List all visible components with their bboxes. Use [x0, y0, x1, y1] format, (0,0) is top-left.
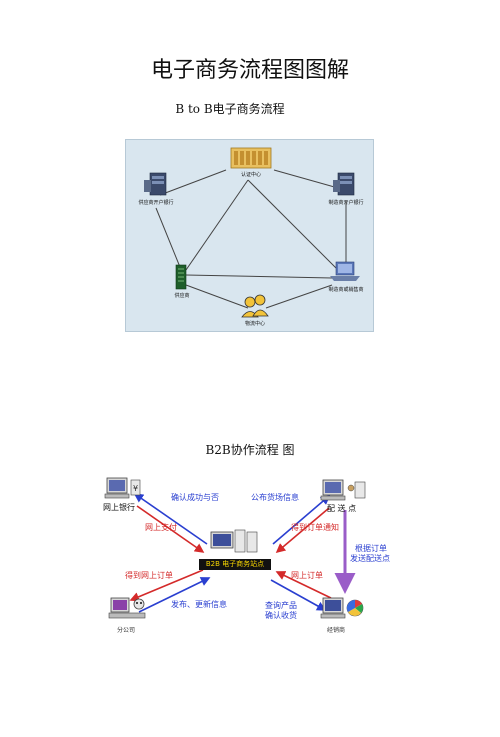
b2b-collab-arrows: ¥ — [104, 477, 366, 619]
dealer-computer-icon — [320, 597, 364, 619]
arrow-label-online-order: 网上订单 — [291, 571, 323, 580]
supplier-server-icon — [175, 264, 187, 290]
center-site-label: B2B 电子商务站点 — [199, 559, 271, 570]
node-label-branch: 分公司 — [117, 627, 136, 634]
arrow-label-query-1: 查询产品 — [265, 601, 297, 610]
arrow-label-get-online-order: 得到网上订单 — [125, 571, 173, 580]
branch-computer-icon — [108, 597, 146, 619]
arrow-label-get-order-notice: 得到订单通知 — [291, 523, 339, 532]
page-title: 电子商务流程图图解 — [150, 58, 349, 83]
node-label-delivery: 配 送 点 — [327, 504, 357, 513]
node-label-bank: 网上银行 — [103, 503, 135, 512]
arrow-label-online-pay: 网上支付 — [145, 523, 177, 532]
section-heading-b2b: B to B电子商务流程 — [175, 102, 285, 116]
arrow-label-publish-update: 发布、更新信息 — [171, 600, 227, 609]
server-rack-icon — [230, 147, 272, 169]
node-label-dealer: 经销商 — [327, 627, 346, 634]
node-label-maker-sales: 制造商或销售商 — [328, 287, 364, 293]
node-label-supplier-bank: 供应商开户银行 — [138, 200, 174, 206]
server-tower-icon — [333, 172, 355, 196]
arrow-label-confirm-success: 确认成功与否 — [171, 493, 219, 502]
arrow-label-publish-goods: 公布货场信息 — [251, 493, 299, 502]
b2b-process-diagram: 认证中心 供应商开户银行 制造商开户银行 供应商 制造商或销售商 物流中心 — [125, 139, 374, 332]
node-label-cert: 认证中心 — [240, 172, 262, 178]
arrow-label-by-order-1: 根据订单 — [355, 544, 387, 553]
node-label-maker-bank: 制造商开户银行 — [328, 200, 364, 206]
arrow-label-by-order-2: 发送配送点 — [350, 554, 390, 563]
delivery-computer-icon — [320, 479, 366, 501]
b2b-collab-diagram: ¥ — [95, 470, 395, 645]
bank-computer-icon: ¥ — [104, 477, 141, 499]
arrow-label-query-2: 确认收货 — [265, 611, 297, 620]
center-computer-icon — [210, 529, 258, 553]
b2b-process-lines — [144, 147, 360, 318]
node-label-supplier: 供应商 — [174, 293, 190, 299]
people-icon — [241, 294, 269, 318]
node-label-logistics: 物流中心 — [244, 321, 266, 327]
svg-text:¥: ¥ — [133, 484, 138, 493]
section-heading-b2b-collab: B2B协作流程 图 — [205, 443, 295, 457]
computer-icon — [330, 261, 360, 281]
server-tower-icon — [144, 172, 167, 196]
